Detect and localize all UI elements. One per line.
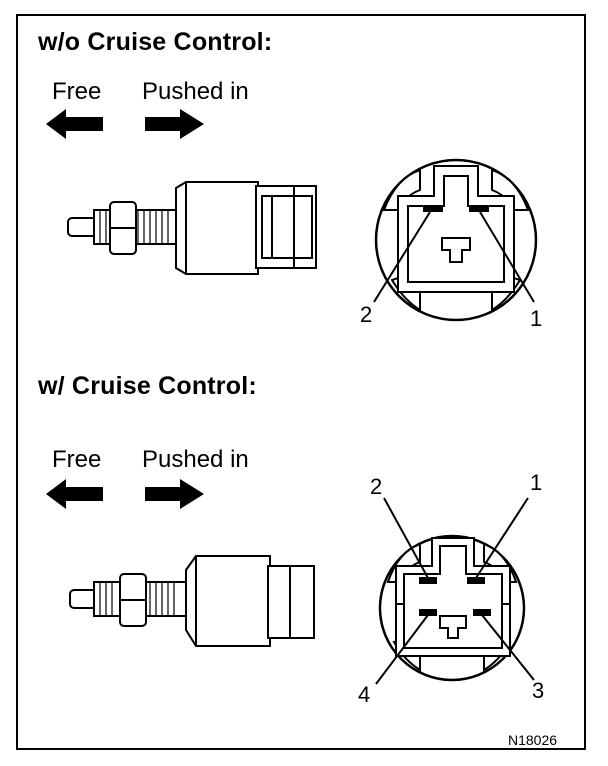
free-label: Free bbox=[52, 446, 102, 473]
figure-frame bbox=[16, 14, 586, 750]
arrow-left-icon bbox=[46, 109, 103, 139]
arrow-right-icon bbox=[145, 109, 204, 139]
pin-label-1: 1 bbox=[530, 470, 543, 495]
stop-light-switch-drawing bbox=[67, 181, 317, 275]
pushed-in-label: Pushed in bbox=[142, 78, 249, 105]
pin-label-3: 3 bbox=[532, 678, 545, 703]
connector-face-without-cruise bbox=[373, 158, 538, 322]
figure-code: N18026 bbox=[508, 732, 558, 748]
connector-face-with-cruise bbox=[375, 497, 535, 685]
section-title-with-cruise: w/ Cruise Control: bbox=[38, 372, 257, 400]
stop-light-switch-drawing bbox=[69, 555, 315, 647]
pin-label-1: 1 bbox=[530, 306, 543, 331]
pin-label-2: 2 bbox=[360, 302, 373, 327]
arrow-left-icon bbox=[46, 479, 103, 509]
section-title-without-cruise: w/o Cruise Control: bbox=[38, 28, 273, 56]
pin-label-2: 2 bbox=[370, 474, 383, 499]
free-label: Free bbox=[52, 78, 102, 105]
arrow-right-icon bbox=[145, 479, 204, 509]
pushed-in-label: Pushed in bbox=[142, 446, 249, 473]
pin-label-4: 4 bbox=[358, 682, 371, 707]
